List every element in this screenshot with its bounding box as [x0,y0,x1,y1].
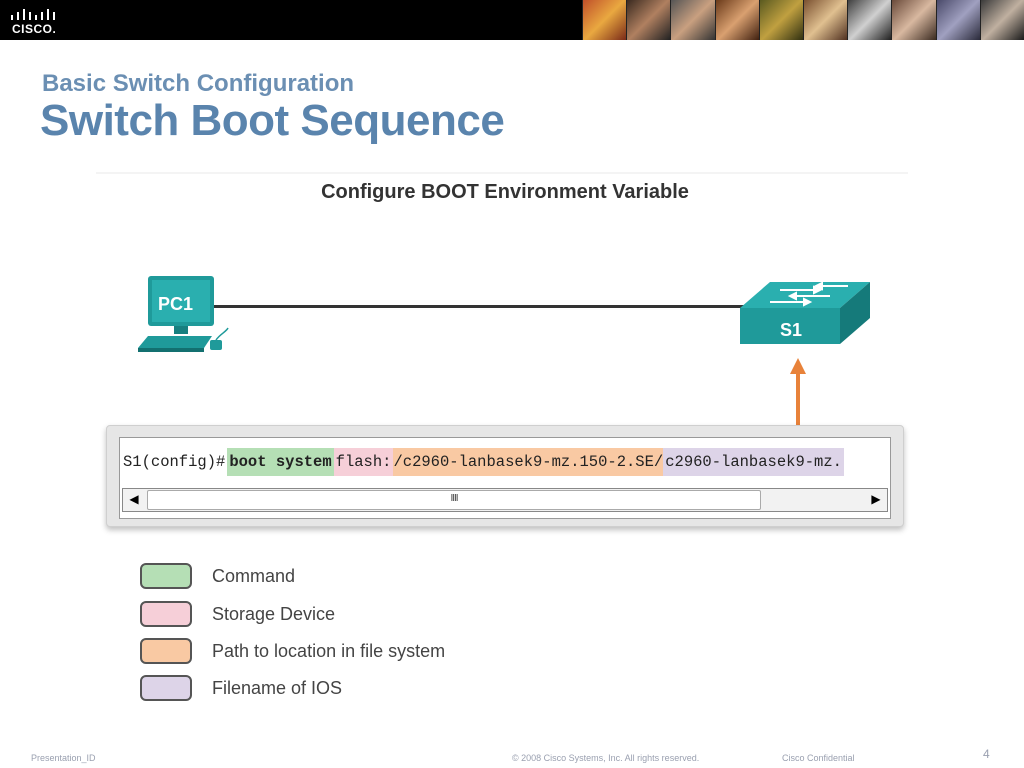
header-photo [979,0,1024,40]
header-photo-strip [582,0,1024,40]
cli-path: /c2960-lanbasek9-mz.150-2.SE/ [393,448,664,476]
legend-item-command: Command [140,563,540,593]
header-photo [626,0,671,40]
legend-item-storage: Storage Device [140,601,540,631]
legend-label: Command [212,566,296,586]
cli-prompt: S1(config)# [123,453,226,471]
divider [96,172,908,174]
horizontal-scrollbar[interactable]: ◀ IIII ▶ [122,488,888,512]
header-photo [670,0,715,40]
slide-title: Switch Boot Sequence [40,96,505,145]
legend-swatch [140,638,192,664]
header-photo [714,0,759,40]
header-photo [891,0,936,40]
legend-label: Storage Device [212,604,336,624]
switch-s1: S1 [736,280,874,350]
cli-filename: c2960-lanbasek9-mz. [663,448,844,476]
scroll-right-icon[interactable]: ▶ [871,492,881,506]
logo-text: CISCO. [12,22,57,36]
slide-subtitle: Basic Switch Configuration [42,70,355,97]
legend-swatch [140,601,192,627]
legend-item-filename: Filename of IOS [140,675,540,705]
scroll-grip: IIII [450,493,458,504]
header-photo [847,0,892,40]
scroll-left-icon[interactable]: ◀ [129,492,139,506]
switch-icon [740,281,870,344]
cisco-logo: CISCO. [8,6,60,36]
pc1-label: PC1 [158,294,194,314]
header-photo [758,0,804,40]
figure-title: Configure BOOT Environment Variable [321,181,689,203]
page-number: 4 [983,747,990,761]
pc-icon [138,276,229,352]
switch-label: S1 [780,320,803,340]
legend-item-path: Path to location in file system [140,638,540,668]
legend-label: Path to location in file system [212,641,446,661]
cli-command: boot system [227,448,334,476]
header-bar: CISCO. [0,0,1024,40]
cli-storage-device: flash: [333,448,394,476]
presentation-id: Presentation_ID [31,753,96,763]
arrow-up-icon [790,358,806,374]
header-photo [935,0,980,40]
arrow-shaft [796,372,800,428]
legend-swatch [140,563,192,589]
confidential-label: Cisco Confidential [782,753,855,763]
legend-swatch [140,675,192,701]
copyright: © 2008 Cisco Systems, Inc. All rights re… [512,753,700,763]
legend-label: Filename of IOS [212,678,343,698]
cisco-bars-icon [11,9,55,20]
header-photo [803,0,848,40]
pc1-device: PC1 [134,274,234,356]
network-link [212,305,752,308]
header-photo [582,0,627,40]
scroll-thumb[interactable]: IIII [147,490,761,510]
